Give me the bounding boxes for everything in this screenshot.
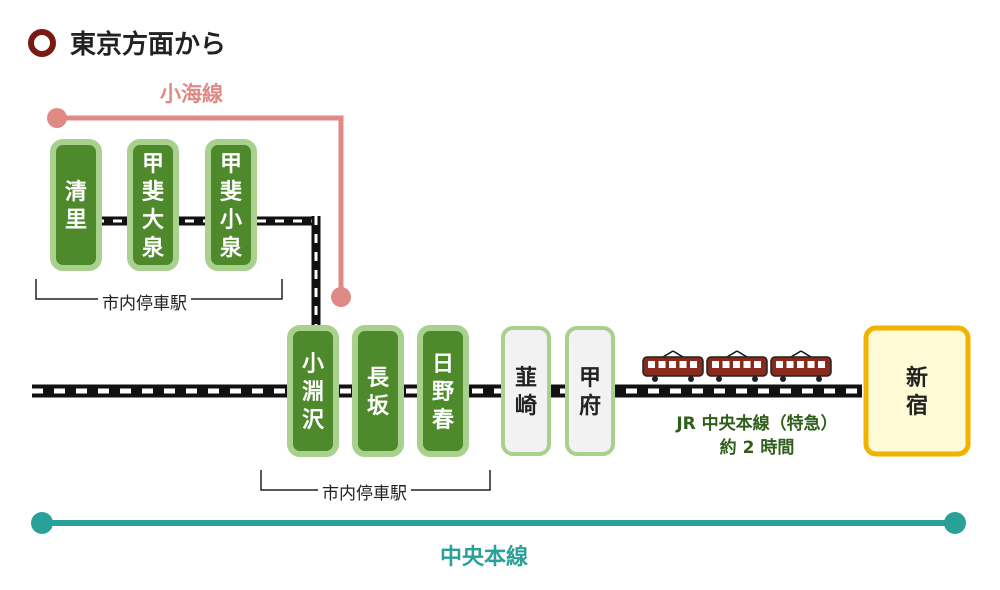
- station-name: 韮崎: [515, 366, 537, 419]
- koumi-end-dot: [331, 287, 351, 307]
- station-box: [205, 139, 257, 271]
- koumi-line-label: 小海線: [160, 82, 223, 106]
- heading-title: 東京方面から: [70, 30, 227, 60]
- station-box: [50, 139, 102, 271]
- koumi-line: [47, 108, 351, 307]
- station-box: [127, 139, 179, 271]
- station-name: 日野春: [432, 352, 454, 433]
- station-name: 甲府: [579, 366, 601, 419]
- station-name: 清里: [65, 179, 87, 233]
- station-box: [863, 325, 971, 457]
- koumi-start-dot: [47, 108, 67, 128]
- train-car: [642, 350, 704, 382]
- chuo-line-label: 中央本線: [440, 545, 529, 570]
- chuo-end-dot: [944, 512, 966, 534]
- station-other-1: 甲府: [565, 326, 615, 456]
- station-lower-2: 日野春: [417, 325, 469, 457]
- station-upper-2: 甲斐小泉: [205, 139, 257, 271]
- station-destination: 新宿: [863, 325, 971, 457]
- station-upper-0: 清里: [50, 139, 102, 271]
- station-name: 長坂: [367, 366, 390, 419]
- station-box: [352, 325, 404, 457]
- chuo-start-dot: [31, 512, 53, 534]
- chuo-line: [31, 512, 966, 534]
- station-box: [501, 326, 551, 456]
- station-name: 新宿: [906, 365, 928, 419]
- train-car: [770, 350, 832, 382]
- station-box: [565, 326, 615, 456]
- jr-line-info: JR 中央本線（特急） 約 2 時間: [652, 412, 862, 460]
- station-other-0: 韮崎: [501, 326, 551, 456]
- station-name: 甲斐小泉: [220, 152, 243, 261]
- train-icon: [642, 350, 832, 382]
- station-name: 甲斐大泉: [142, 152, 165, 261]
- station-name: 小淵沢: [302, 352, 325, 433]
- jr-time-label: 約 2 時間: [719, 438, 795, 458]
- station-upper-1: 甲斐大泉: [127, 139, 179, 271]
- station-lower-0: 小淵沢: [287, 325, 339, 457]
- station-box: [287, 325, 339, 457]
- heading-circle-icon: [28, 28, 56, 57]
- station-box: [417, 325, 469, 457]
- upper-group-label: 市内停車駅: [98, 289, 191, 314]
- lower-group-label: 市内停車駅: [318, 479, 411, 504]
- train-car: [706, 350, 768, 382]
- station-lower-1: 長坂: [352, 325, 404, 457]
- jr-line-label: JR 中央本線（特急）: [676, 414, 838, 434]
- heading: 東京方面から: [28, 24, 226, 61]
